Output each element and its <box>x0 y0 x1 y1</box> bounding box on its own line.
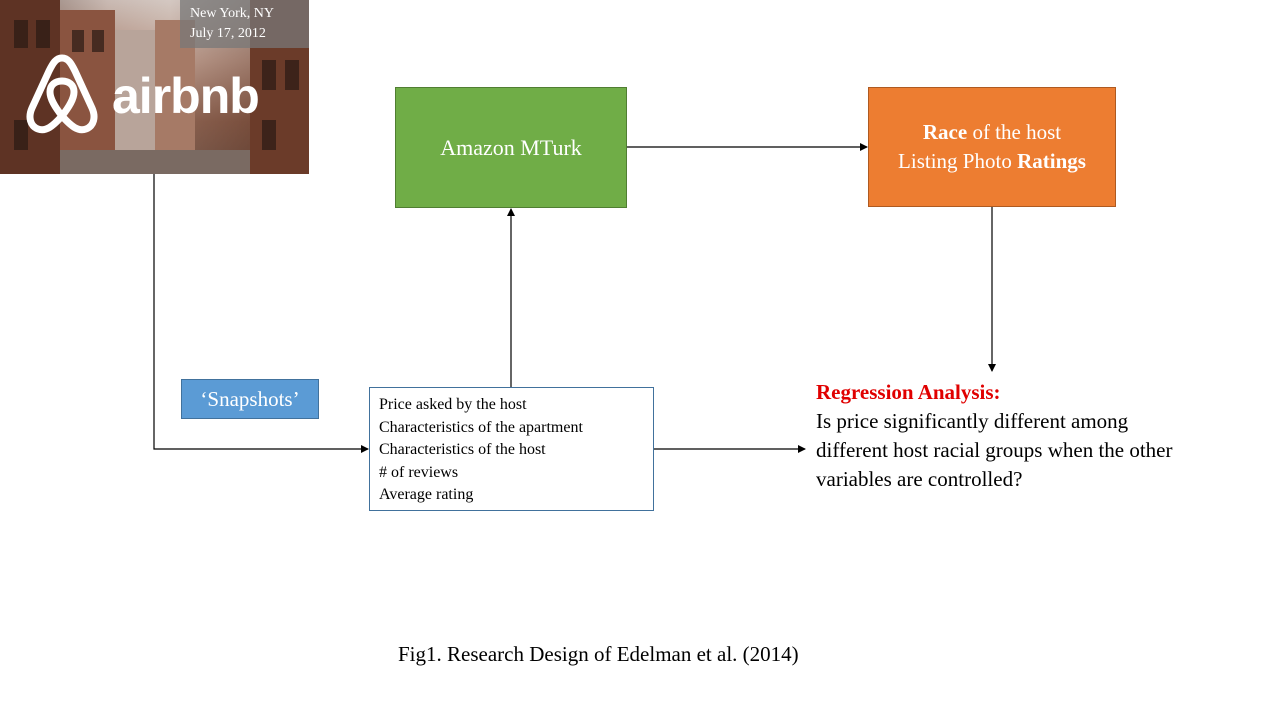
regression-question: Is price significantly different among d… <box>816 409 1173 491</box>
airbnb-logo-text: airbnb <box>112 68 260 124</box>
window <box>36 20 50 48</box>
mturk-box: Amazon MTurk <box>395 87 627 208</box>
arrow-photo-to-variables <box>153 174 369 453</box>
regression-title: Regression Analysis: <box>816 380 1001 404</box>
window <box>92 30 104 52</box>
window <box>262 60 276 90</box>
variable-item: Price asked by the host <box>379 396 527 413</box>
variable-item: Characteristics of the apartment <box>379 418 583 436</box>
window <box>14 120 28 150</box>
race-label-rest: of the host <box>967 120 1062 144</box>
snapshots-box: ‘Snapshots’ <box>181 379 319 419</box>
window <box>285 60 299 90</box>
race-line: Race of the host <box>898 118 1086 147</box>
race-label-bold: Race <box>922 120 968 144</box>
window <box>72 30 84 52</box>
mturk-label: Amazon MTurk <box>440 134 582 160</box>
variable-item: Average rating <box>379 486 474 503</box>
variable-item: Characteristics of the host <box>379 441 546 458</box>
ratings-label-bold: Ratings <box>1017 149 1086 173</box>
window <box>14 20 28 48</box>
variable-item: # of reviews <box>379 463 459 481</box>
variables-box: Price asked by the host Characteristics … <box>369 387 654 511</box>
photo-caption: New York, NY July 17, 2012 <box>180 0 309 48</box>
race-ratings-box: Race of the host Listing Photo Ratings <box>868 87 1116 207</box>
ratings-label-rest: Listing Photo <box>898 149 1018 173</box>
snapshots-label: ‘Snapshots’ <box>200 386 300 411</box>
window <box>262 120 276 150</box>
street <box>60 150 250 174</box>
airbnb-logo-icon <box>26 54 98 134</box>
photo-caption-location: New York, NY <box>190 6 275 21</box>
ratings-line: Listing Photo Ratings <box>898 147 1086 176</box>
figure-caption: Fig1. Research Design of Edelman et al. … <box>398 642 799 666</box>
photo-caption-date: July 17, 2012 <box>190 26 266 41</box>
